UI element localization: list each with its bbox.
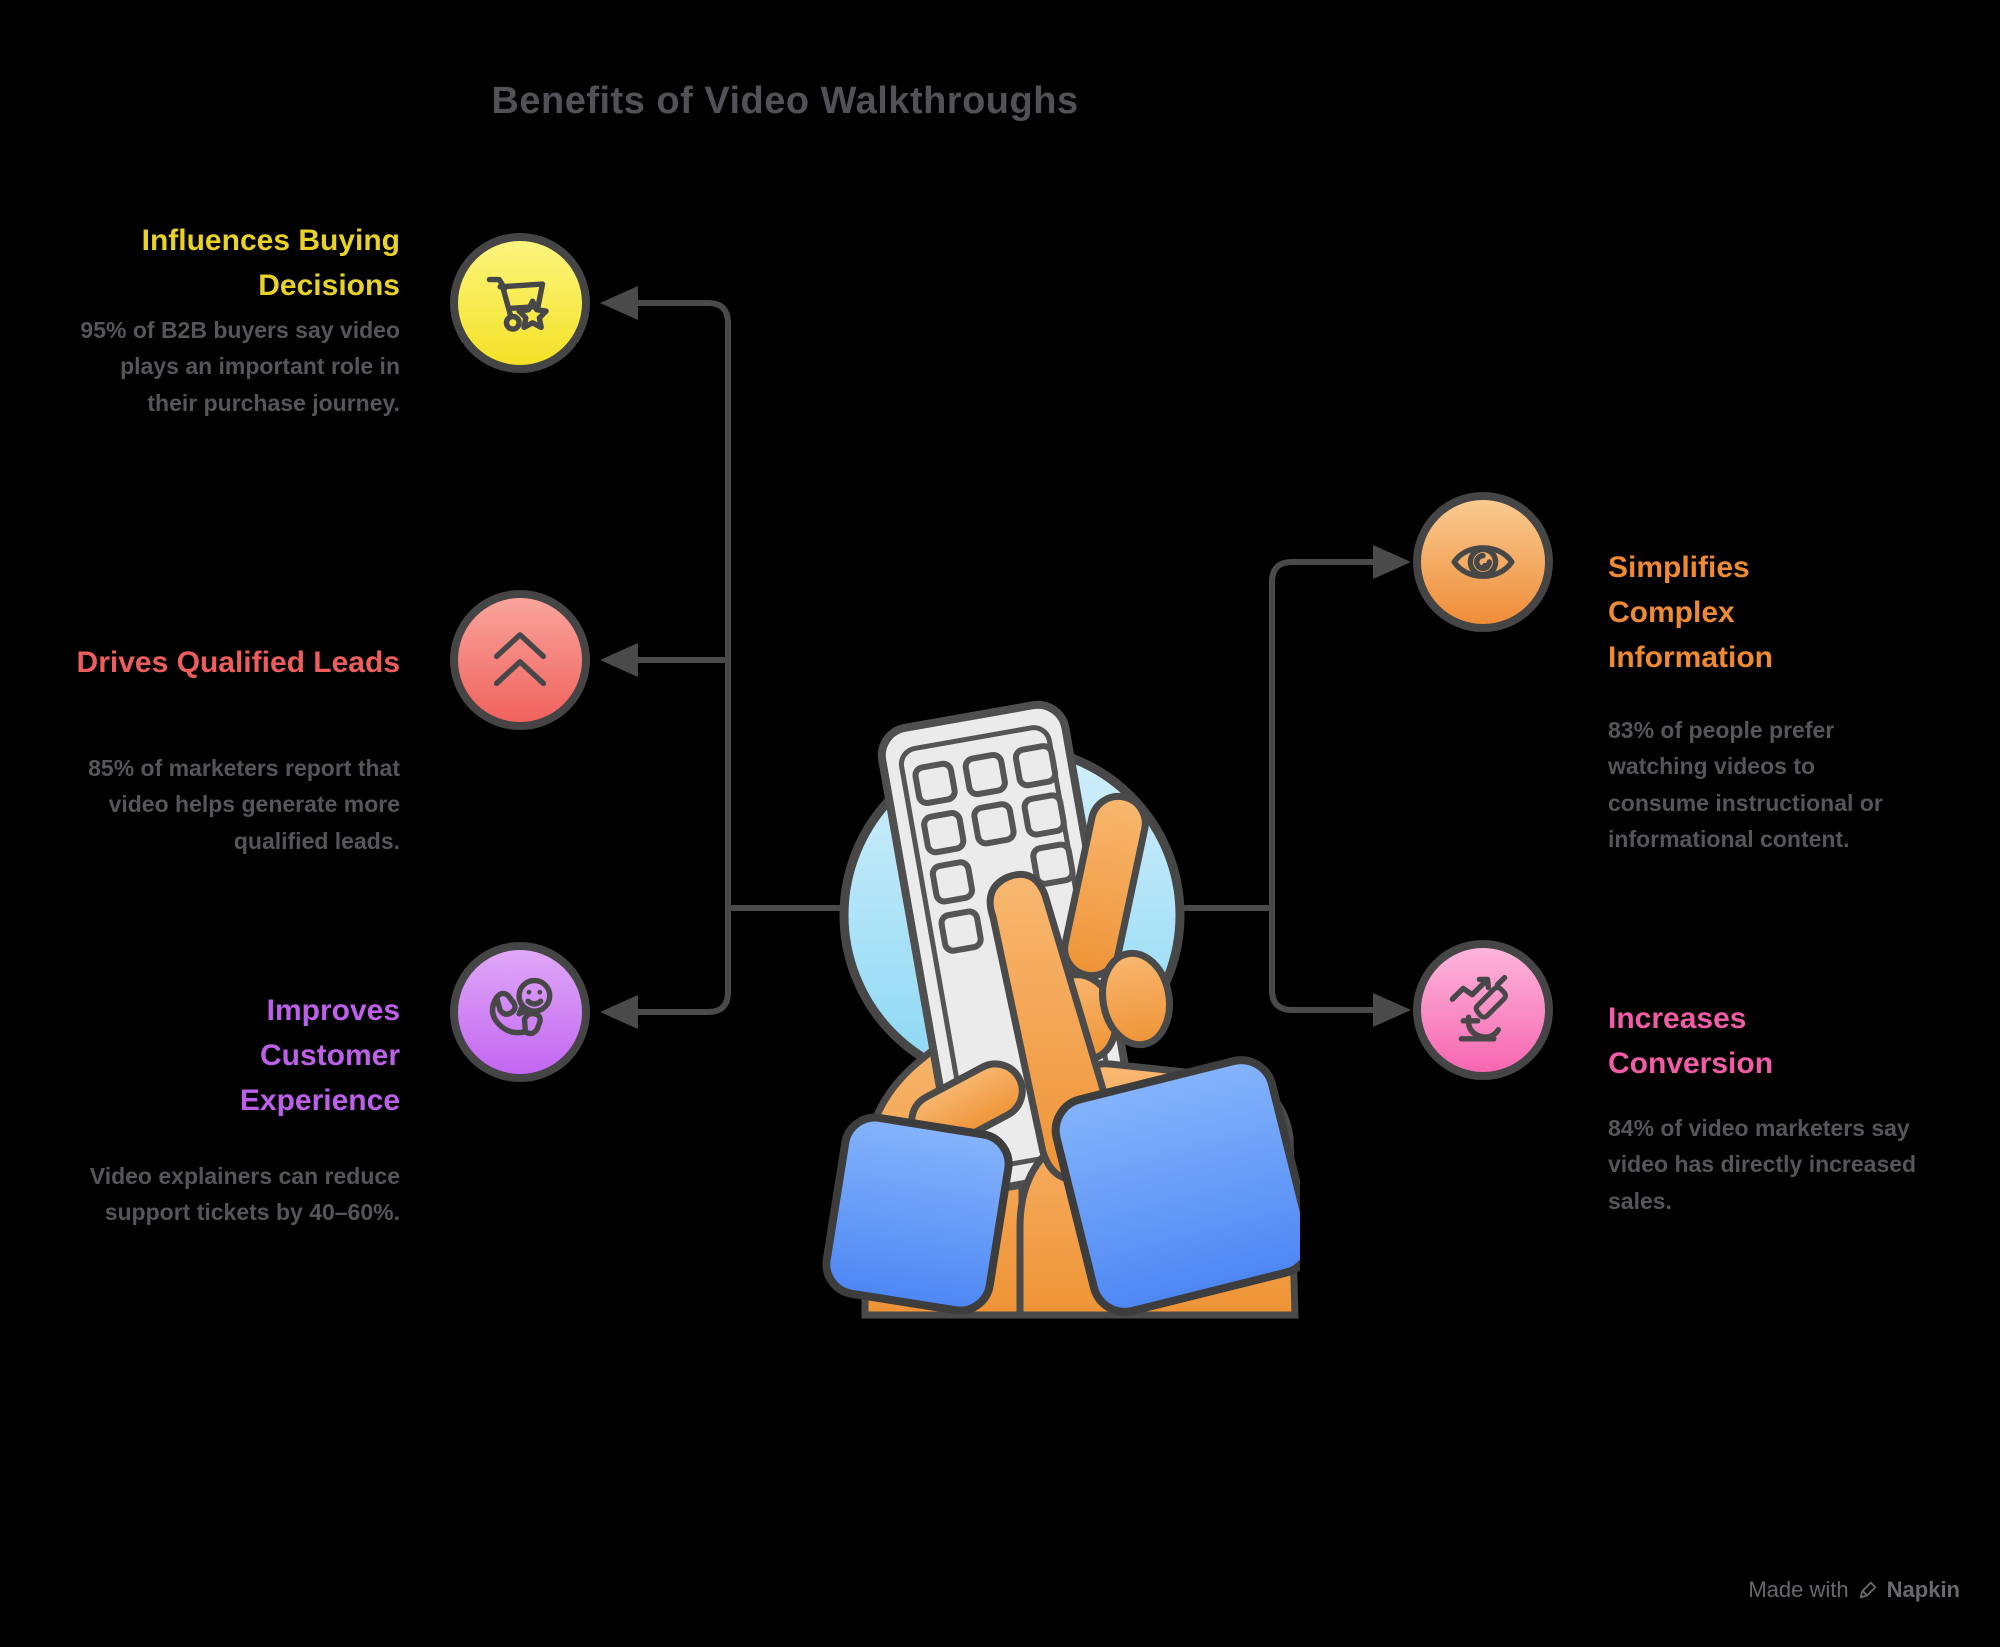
arrowhead-icon	[600, 286, 638, 320]
watermark-brand: Napkin	[1886, 1577, 1960, 1602]
benefit-heading-improves-customer-experience: Improves Customer Experience	[239, 994, 400, 1117]
right-connector-bracket	[1269, 559, 1375, 1013]
left-sleeve	[822, 1113, 1013, 1315]
microscope-growth-icon	[1449, 974, 1508, 1042]
benefit-body-influences-buying-decisions: 95% of B2B buyers say video plays an imp…	[80, 317, 400, 416]
napkin-pen-icon	[1859, 1581, 1876, 1599]
right-sleeve	[1051, 1056, 1300, 1316]
eye-icon	[1451, 545, 1515, 579]
page-title: Benefits of Video Walkthroughs	[491, 80, 1079, 122]
watermark: Made with Napkin	[1748, 1577, 1960, 1603]
watermark-prefix: Made with	[1748, 1577, 1849, 1602]
benefit-heading-simplifies-complex-information: Simplifies Complex Information	[1608, 551, 1773, 674]
double-chevron-up-icon	[493, 632, 547, 687]
arrowhead-icon	[600, 643, 638, 677]
benefit-circle-influences-buying-decisions	[450, 233, 590, 373]
arrowhead-icon	[600, 995, 638, 1029]
benefit-circle-increases-conversion	[1413, 940, 1553, 1080]
hands-tapping-smartphone-illustration	[822, 700, 1300, 1319]
phone-chat-smiley-icon	[489, 977, 553, 1037]
cart-star-icon	[486, 276, 549, 332]
benefit-body-simplifies-complex-information: 83% of people prefer watching videos to …	[1608, 717, 1883, 852]
benefit-body-increases-conversion: 84% of video marketers say video has dir…	[1608, 1115, 1917, 1214]
benefit-circle-simplifies-complex-information	[1413, 492, 1553, 632]
benefit-heading-influences-buying-decisions: Influences Buying Decisions	[141, 224, 400, 302]
benefit-circle-improves-customer-experience	[450, 942, 590, 1082]
benefit-body-improves-customer-experience: Video explainers can reduce support tick…	[89, 1163, 400, 1226]
arrowhead-icon	[1373, 993, 1411, 1027]
benefit-heading-increases-conversion: Increases Conversion	[1608, 1002, 1774, 1080]
benefit-circle-drives-qualified-leads	[450, 590, 590, 730]
arrowhead-icon	[1373, 545, 1411, 579]
benefit-body-drives-qualified-leads: 85% of marketers report that video helps…	[88, 755, 400, 854]
benefit-heading-drives-qualified-leads: Drives Qualified Leads	[76, 646, 400, 679]
